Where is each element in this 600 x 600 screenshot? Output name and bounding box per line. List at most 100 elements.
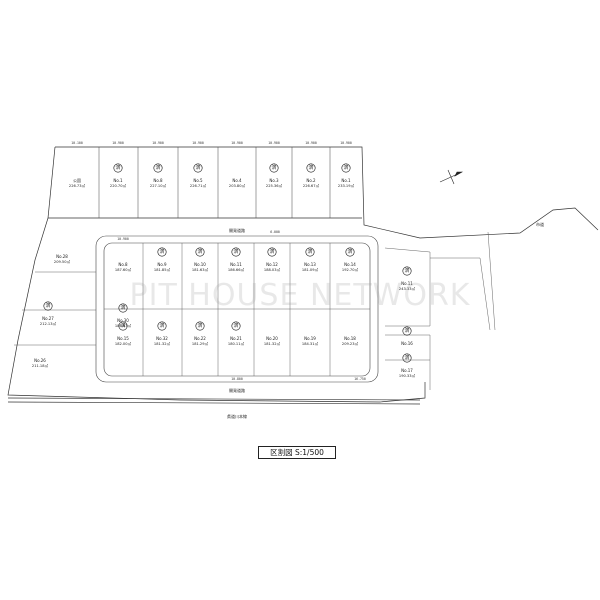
sold-stamp-char: 済 bbox=[197, 248, 202, 255]
scale-label: 区割図 S:1/500 bbox=[258, 446, 336, 459]
sold-stamp-icon bbox=[157, 321, 167, 331]
lot-area: 226.73㎡ bbox=[69, 183, 86, 188]
svg-text:10.900: 10.900 bbox=[231, 141, 243, 145]
internal-road bbox=[95, 235, 379, 383]
lot-area: 187.60㎡ bbox=[115, 267, 132, 272]
lot-number: No.10 bbox=[194, 262, 206, 267]
sold-stamp-char: 済 bbox=[159, 322, 164, 329]
svg-text:10.900: 10.900 bbox=[340, 141, 352, 145]
svg-text:10.100: 10.100 bbox=[71, 141, 83, 145]
sold-stamp-char: 済 bbox=[233, 248, 238, 255]
lot-number: No.26 bbox=[34, 358, 46, 363]
lot-number: No.27 bbox=[42, 316, 54, 321]
lot-number: No.13 bbox=[304, 262, 316, 267]
sold-stamp-icon bbox=[267, 247, 277, 257]
lot-area: 180.11㎡ bbox=[228, 341, 245, 346]
lot-area: 211.18㎡ bbox=[32, 363, 49, 368]
sold-stamp-icon bbox=[402, 266, 412, 276]
lot-number: 公園 bbox=[73, 177, 81, 183]
lot-number: No.12 bbox=[266, 262, 278, 267]
svg-text:開発道路: 開発道路 bbox=[229, 227, 245, 233]
sold-stamp-char: 済 bbox=[197, 322, 202, 329]
sold-stamp-icon bbox=[402, 326, 412, 336]
sold-stamp-icon bbox=[113, 163, 123, 173]
lot-number: No.18 bbox=[344, 336, 356, 341]
svg-text:10.800: 10.800 bbox=[231, 377, 243, 381]
lot-labels: 済No.1220.70㎡済No.8227.10㎡済No.5226.71㎡No.4… bbox=[32, 163, 415, 378]
lot-number: No.1 bbox=[113, 178, 123, 183]
svg-text:10.900: 10.900 bbox=[112, 141, 124, 145]
sold-stamp-char: 済 bbox=[343, 164, 348, 171]
lot-area: 203.80㎡ bbox=[229, 183, 246, 188]
svg-text:開発道路: 開発道路 bbox=[229, 387, 245, 393]
lot-number: No.9 bbox=[157, 262, 167, 267]
north-arrow-icon bbox=[439, 169, 464, 185]
sold-stamp-char: 済 bbox=[271, 164, 276, 171]
lot-area: 209.50㎡ bbox=[54, 259, 71, 264]
lot-number: No.15 bbox=[117, 336, 129, 341]
sold-stamp-char: 済 bbox=[404, 267, 409, 274]
sold-stamp-char: 済 bbox=[404, 354, 409, 361]
lot-number: No.16 bbox=[401, 341, 413, 346]
sold-stamp-icon bbox=[402, 353, 412, 363]
svg-text:10.900: 10.900 bbox=[117, 237, 129, 241]
lot-number: No.14 bbox=[344, 262, 356, 267]
sold-stamp-icon bbox=[157, 247, 167, 257]
lot-area: 181.32㎡ bbox=[154, 341, 171, 346]
sold-stamp-char: 済 bbox=[115, 164, 120, 171]
lot-number: No.4 bbox=[232, 178, 242, 183]
lot-area: 212.13㎡ bbox=[40, 321, 57, 326]
lot-number: No.28 bbox=[56, 254, 68, 259]
sold-stamp-icon bbox=[345, 247, 355, 257]
svg-text:10.900: 10.900 bbox=[192, 141, 204, 145]
lot-number: No.8 bbox=[118, 262, 128, 267]
svg-text:市道: 市道 bbox=[536, 221, 544, 227]
lot-area: 227.10㎡ bbox=[150, 183, 167, 188]
lot-area: 181.32㎡ bbox=[264, 341, 281, 346]
lot-area: 209.23㎡ bbox=[342, 341, 359, 346]
sold-stamp-char: 済 bbox=[308, 164, 313, 171]
lot-area: 226.67㎡ bbox=[303, 183, 320, 188]
sold-stamp-char: 済 bbox=[195, 164, 200, 171]
sold-stamp-char: 済 bbox=[233, 322, 238, 329]
svg-text:10.900: 10.900 bbox=[152, 141, 164, 145]
east-lots bbox=[384, 231, 496, 390]
sold-stamp-icon bbox=[231, 247, 241, 257]
north-row-lots bbox=[98, 147, 331, 218]
west-lots bbox=[14, 271, 96, 346]
lot-area: 181.85㎡ bbox=[154, 267, 171, 272]
lot-area: 233.19㎡ bbox=[338, 183, 355, 188]
lot-number: No.22 bbox=[194, 336, 206, 341]
sold-stamp-icon bbox=[195, 321, 205, 331]
sold-stamp-char: 済 bbox=[120, 322, 125, 329]
lot-number: No.5 bbox=[193, 178, 203, 183]
lot-area: 181.63㎡ bbox=[192, 267, 209, 272]
sold-stamp-icon bbox=[118, 303, 128, 313]
lot-number: No.32 bbox=[156, 336, 168, 341]
svg-text:10.900: 10.900 bbox=[268, 141, 280, 145]
sold-stamp-icon bbox=[341, 163, 351, 173]
sold-stamp-icon bbox=[305, 247, 315, 257]
svg-text:6.000: 6.000 bbox=[270, 230, 280, 234]
lot-number: No.20 bbox=[266, 336, 278, 341]
